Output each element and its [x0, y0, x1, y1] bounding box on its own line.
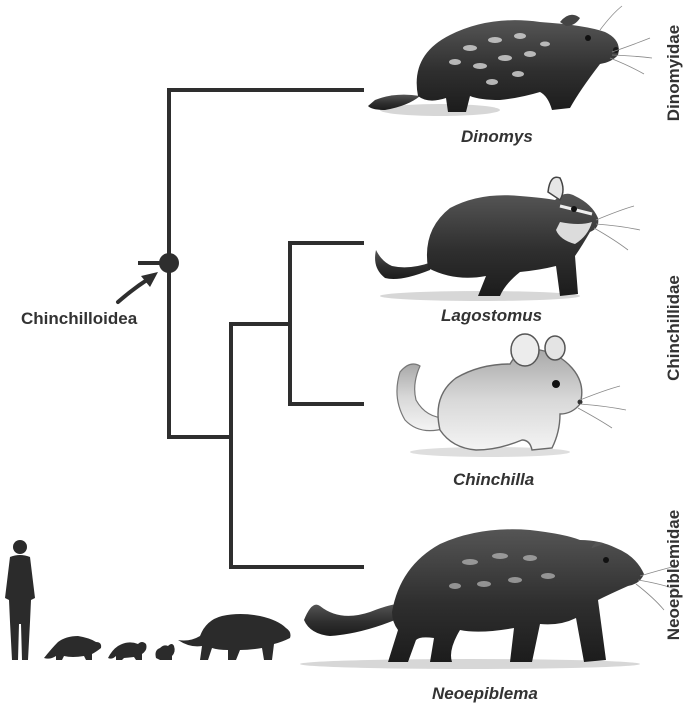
taxon-label-neoepiblema: Neoepiblema [432, 684, 538, 703]
clade-node-marker [159, 253, 179, 273]
chinchilla-silhouette [155, 644, 175, 660]
family-label-dinomyidae: Dinomyidae [664, 24, 683, 122]
taxon-label-dinomys: Dinomys [461, 127, 533, 146]
chinchilla-illustration [396, 333, 627, 457]
human-silhouette [5, 540, 35, 660]
size-comparison-silhouettes [5, 540, 291, 660]
lagostomus-silhouette [108, 642, 147, 660]
lagostomus-illustration [375, 176, 641, 301]
neoepiblema-illustration [300, 529, 679, 669]
neoepiblema-silhouette [178, 614, 291, 660]
phylogenetic-tree [138, 88, 364, 569]
dinomys-silhouette [44, 636, 102, 660]
family-label-chinchillidae: Chinchillidae [664, 275, 683, 381]
clade-label-chinchilloidea: Chinchilloidea [21, 309, 138, 328]
taxon-label-chinchilla: Chinchilla [453, 470, 535, 489]
dinomys-illustration [368, 5, 653, 116]
taxon-label-lagostomus: Lagostomus [441, 306, 543, 325]
family-label-neoepiblemidae: Neoepiblemidae [664, 509, 683, 641]
clade-arrow [116, 272, 158, 304]
